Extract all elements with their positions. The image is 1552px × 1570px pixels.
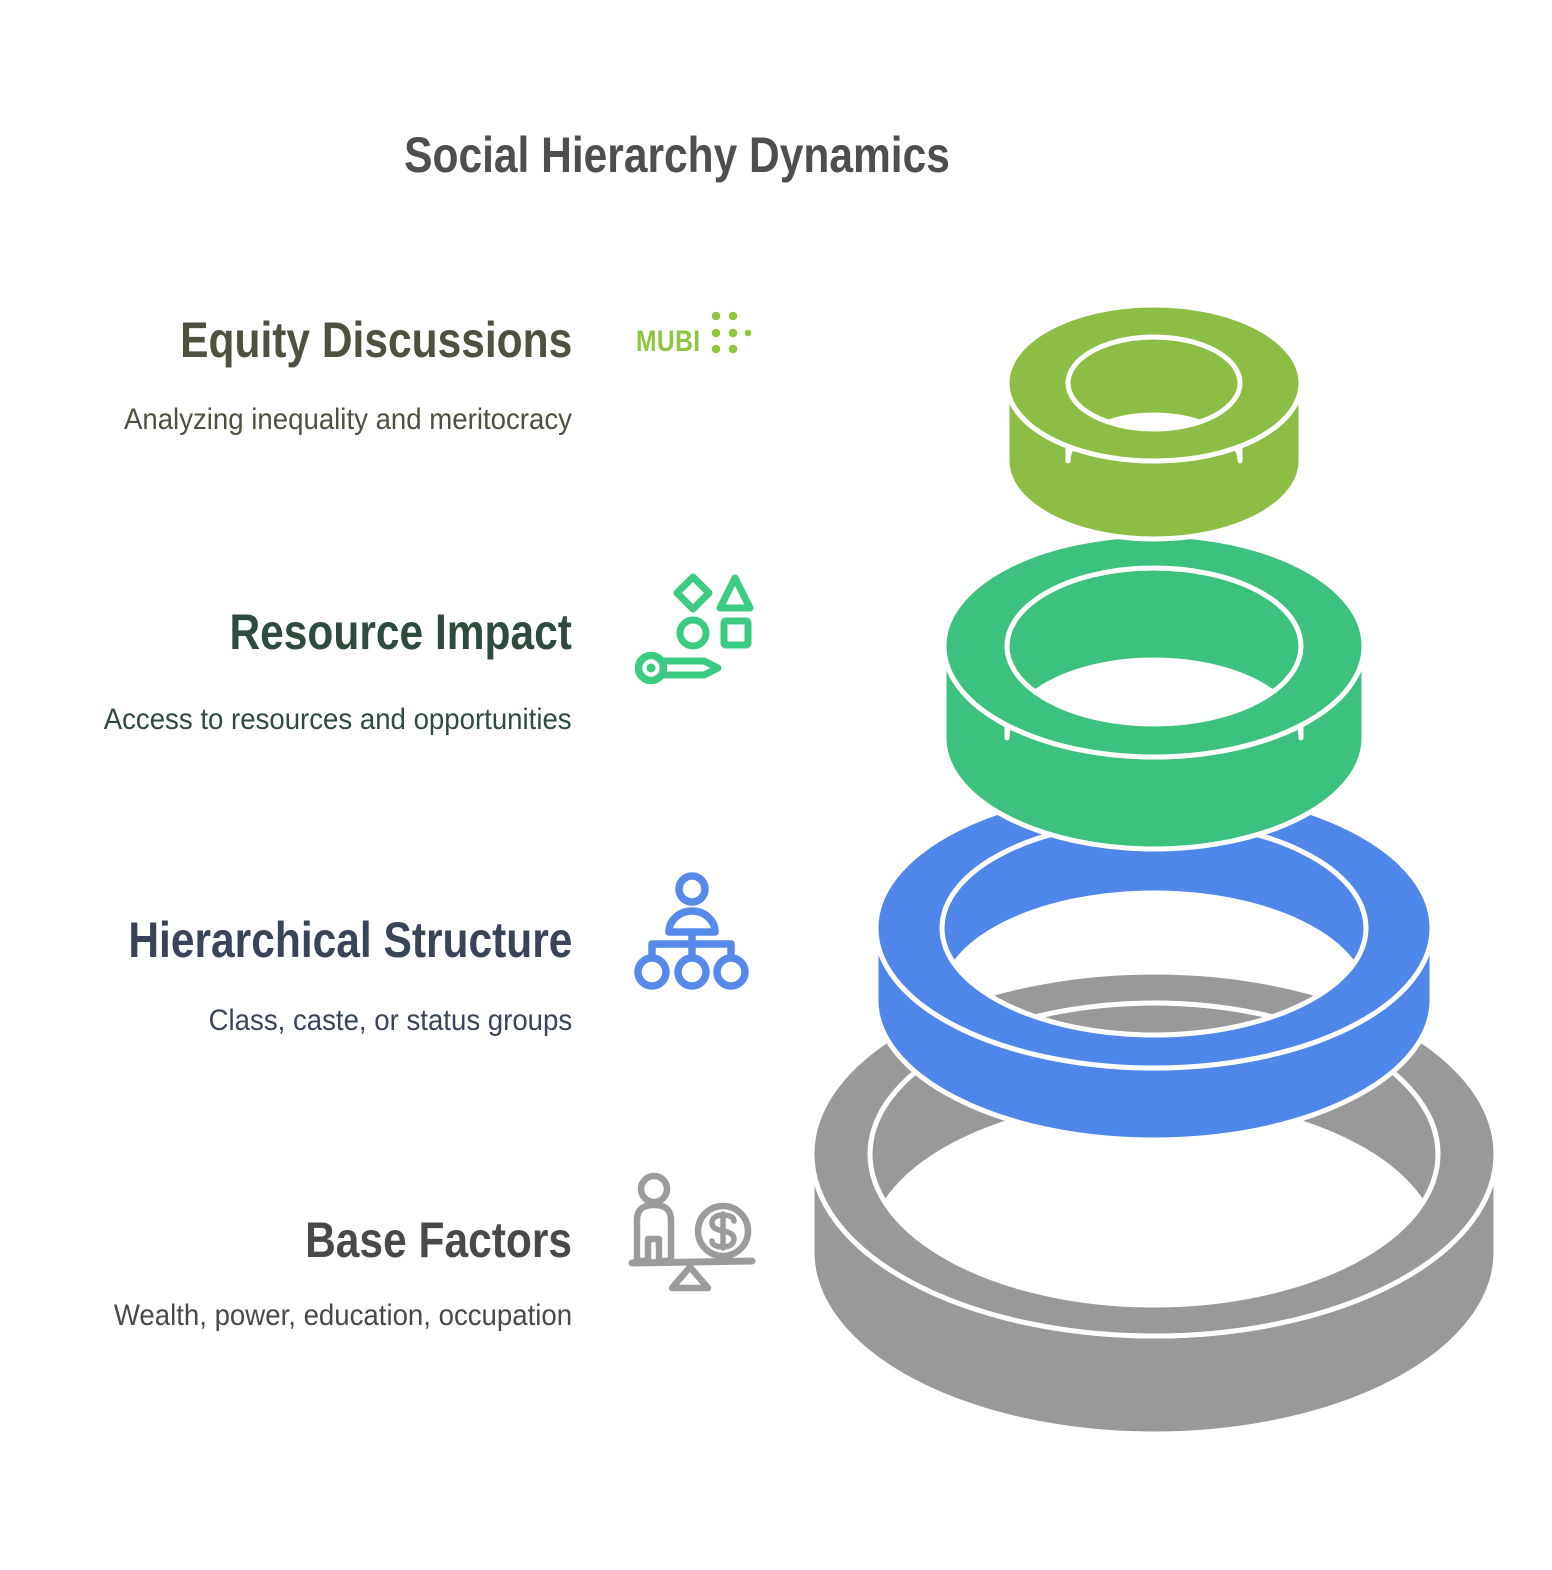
section-heading-hierarchical-structure: Hierarchical Structure [127,912,572,968]
mubi-logo-dots-icon [711,311,752,354]
balance-scale-icon [628,1172,756,1292]
section-heading-base-factors: Base Factors [305,1212,572,1268]
ring-hierarchical-structure [873,785,1435,1143]
section-subtitle-base-factors: Wealth, power, education, occupation [113,1299,572,1332]
section-heading-resource-impact: Resource Impact [229,604,572,660]
section-subtitle-equity-discussions: Analyzing inequality and meritocracy [124,403,572,436]
key-shapes-icon [634,573,754,685]
org-chart-icon [634,872,749,990]
section-heading-equity-discussions: Equity Discussions [179,312,572,368]
section-subtitle-hierarchical-structure: Class, caste, or status groups [208,1004,572,1037]
page-title-wrap: Social Hierarchy Dynamics [0,127,1354,183]
page-title: Social Hierarchy Dynamics [404,127,950,183]
ring-equity-discussions [1004,302,1304,542]
ring-resource-impact [941,532,1367,852]
mubi-logo-text: MUBI [636,325,701,358]
section-subtitle-resource-impact: Access to resources and opportunities [104,703,572,736]
